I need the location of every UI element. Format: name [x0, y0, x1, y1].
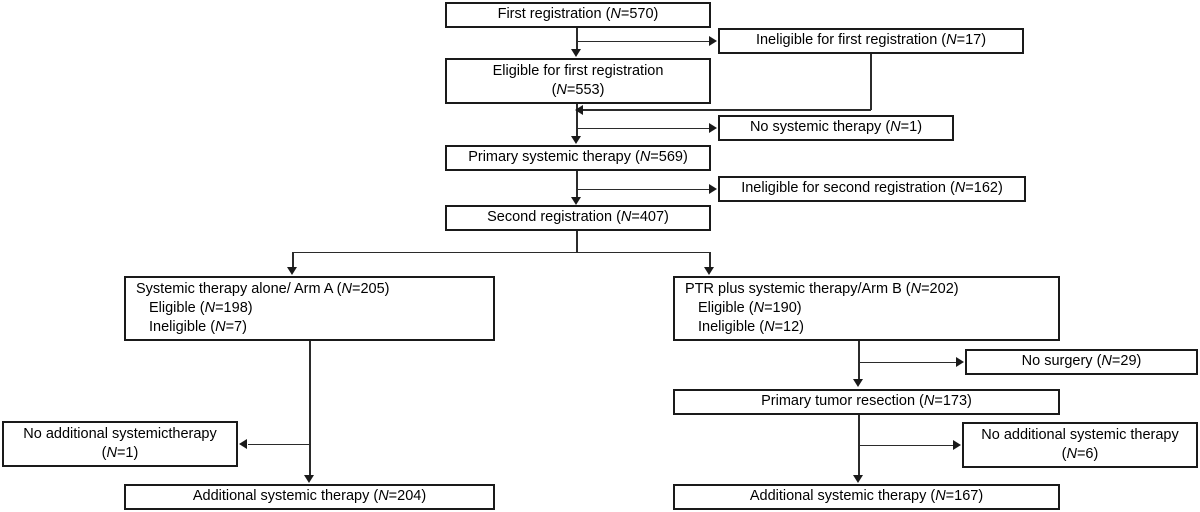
arrowhead-primary-to-second: [570, 197, 581, 205]
node-primary-systemic-therapy: Primary systemic therapy (N=569): [445, 145, 711, 171]
node-primary-tumor-resection: Primary tumor resection (N=173): [673, 389, 1060, 415]
node-additional-systemic-therapy-arm-a-label: Additional systemic therapy (N=204): [192, 488, 427, 505]
connector-arm-b-to-resection: [858, 341, 860, 380]
node-arm-b-ineligible: Ineligible (N=12): [698, 319, 805, 336]
node-additional-systemic-therapy-arm-b-label: Additional systemic therapy (N=167): [749, 488, 984, 505]
node-ineligible-second-registration: Ineligible for second registration (N=16…: [718, 176, 1026, 202]
arrowhead-split-to-arm-b: [704, 267, 714, 275]
node-ineligible-second-registration-label: Ineligible for second registration (N=16…: [741, 180, 1003, 197]
connector-arm-a-trunk: [309, 341, 311, 476]
connector-to-no-systemic-therapy: [577, 127, 710, 130]
node-no-additional-systemic-therapy-arm-b: No additional systemic therapy (N=6): [962, 422, 1198, 468]
node-second-registration: Second registration (N=407): [445, 205, 711, 231]
connector-arm-a-to-no-additional: [248, 443, 310, 446]
node-ineligible-first-registration: Ineligible for first registration (N=17): [718, 28, 1024, 54]
node-first-registration: First registration (N=570): [445, 2, 711, 28]
node-primary-tumor-resection-label: Primary tumor resection (N=173): [761, 393, 972, 410]
connector-first-to-eligible: [576, 28, 579, 50]
connector-ineligible-first-left: [583, 109, 871, 111]
connector-eligible-to-primary: [576, 104, 579, 137]
node-eligible-first-registration-count: (N=553): [551, 82, 605, 98]
arrowhead-arm-b-to-resection: [852, 379, 863, 387]
connector-first-to-ineligible-first: [577, 40, 710, 43]
node-no-additional-systemic-therapy-arm-b-label: No additional systemic therapy: [981, 426, 1179, 443]
connector-resection-to-additional: [858, 415, 860, 476]
node-no-additional-systemic-therapy-arm-a-count: (N=1): [101, 445, 139, 461]
node-primary-systemic-therapy-label: Primary systemic therapy (N=569): [468, 149, 688, 166]
arrowhead-arm-a-to-additional: [303, 475, 314, 483]
arrowhead-to-no-additional-arm-b: [953, 440, 961, 450]
node-arm-a-ineligible: Ineligible (N=7): [149, 319, 247, 336]
arrowhead-resection-to-additional: [852, 475, 863, 483]
connector-split-to-arm-a: [292, 252, 294, 269]
node-eligible-first-registration: Eligible for first registration (N=553): [445, 58, 711, 104]
node-no-additional-systemic-therapy-arm-b-count: (N=6): [1061, 446, 1099, 462]
node-arm-b-eligible: Eligible (N=190): [698, 299, 802, 316]
connector-split-bar: [292, 251, 710, 254]
connector-to-no-additional-arm-b: [859, 444, 954, 447]
node-no-systemic-therapy-label: No systemic therapy (N=1): [749, 119, 923, 136]
node-arm-a-title: Systemic therapy alone/ Arm A (N=205): [136, 280, 390, 297]
connector-second-to-split: [576, 231, 579, 253]
node-arm-b-title: PTR plus systemic therapy/Arm B (N=202): [685, 280, 959, 297]
arrowhead-first-to-eligible: [570, 49, 581, 57]
connector-split-to-arm-b: [709, 252, 711, 269]
node-no-systemic-therapy: No systemic therapy (N=1): [718, 115, 954, 141]
node-no-surgery-label: No surgery (N=29): [1021, 353, 1142, 370]
node-arm-a: Systemic therapy alone/ Arm A (N=205) El…: [124, 276, 495, 341]
arrowhead-merge-into-trunk-upper: [575, 104, 583, 115]
connector-to-no-surgery: [859, 361, 957, 364]
node-second-registration-label: Second registration (N=407): [487, 209, 669, 226]
node-arm-a-eligible: Eligible (N=198): [149, 299, 253, 316]
arrowhead-to-ineligible-second: [709, 184, 717, 194]
connector-primary-to-second: [576, 171, 579, 198]
node-arm-b: PTR plus systemic therapy/Arm B (N=202) …: [673, 276, 1060, 341]
node-no-surgery: No surgery (N=29): [965, 349, 1198, 375]
arrowhead-arm-a-to-no-additional: [239, 439, 247, 449]
node-eligible-first-registration-label: Eligible for first registration: [492, 62, 664, 79]
node-no-additional-systemic-therapy-arm-a-label: No additional systemictherapy: [23, 425, 217, 442]
node-no-additional-systemic-therapy-arm-a: No additional systemictherapy (N=1): [2, 421, 238, 467]
arrowhead-to-no-systemic-therapy: [709, 123, 717, 133]
connector-ineligible-first-down: [870, 54, 872, 110]
node-ineligible-first-registration-label: Ineligible for first registration (N=17): [755, 32, 987, 49]
arrowhead-to-ineligible-first: [709, 36, 717, 46]
node-first-registration-label: First registration (N=570): [497, 6, 659, 23]
node-additional-systemic-therapy-arm-b: Additional systemic therapy (N=167): [673, 484, 1060, 510]
arrowhead-split-to-arm-a: [287, 267, 297, 275]
connector-to-ineligible-second: [577, 188, 710, 191]
arrowhead-to-no-surgery: [956, 357, 964, 367]
node-additional-systemic-therapy-arm-a: Additional systemic therapy (N=204): [124, 484, 495, 510]
arrowhead-eligible-to-primary: [570, 136, 581, 144]
